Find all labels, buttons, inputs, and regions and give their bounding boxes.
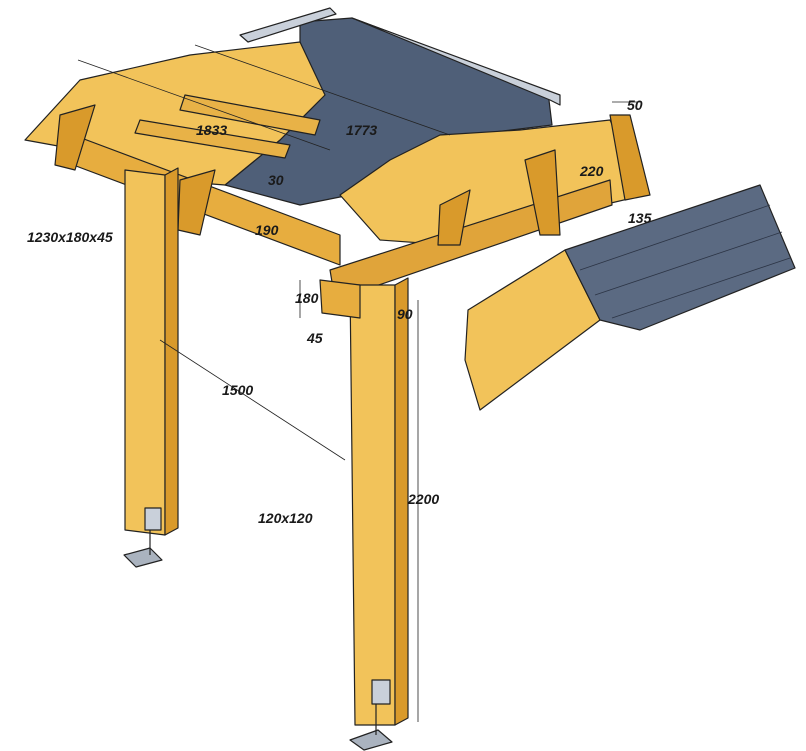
- dim-post-notch: 90: [397, 306, 413, 322]
- shingle-sample-shingles: [564, 184, 796, 331]
- right-post: [349, 284, 396, 726]
- dim-rafter-height: 190: [255, 222, 279, 238]
- dim-post-section: 120x120: [258, 510, 313, 526]
- dim-post-spacing: 1500: [222, 382, 254, 398]
- shingle-sample-wood: [464, 249, 601, 411]
- bracket: [609, 114, 651, 201]
- left-post-side: [164, 167, 179, 536]
- left-post: [124, 169, 166, 536]
- dim-beam-height: 180: [295, 290, 319, 306]
- dim-roof-depth: 1833: [196, 122, 228, 138]
- bracket: [177, 169, 216, 236]
- dim-fascia-offset: 135: [628, 210, 652, 226]
- dim-fascia-height: 220: [580, 163, 604, 179]
- bracket: [524, 149, 561, 236]
- bracket: [54, 104, 96, 171]
- top-flashing: [239, 7, 337, 43]
- dim-roof-width: 1773: [346, 122, 378, 138]
- dim-post-height: 2200: [408, 491, 440, 507]
- dim-beam-thickness: 45: [307, 330, 323, 346]
- dim-beam-size: 1230x180x45: [27, 229, 113, 245]
- joist: [179, 94, 321, 136]
- joist: [134, 119, 291, 159]
- beam-end: [319, 279, 361, 319]
- side-flashing: [351, 17, 561, 106]
- right-post-side: [394, 277, 409, 726]
- shingle-lines: [579, 204, 791, 319]
- right-post-anchor: [371, 679, 391, 705]
- left-post-footplate: [123, 547, 163, 568]
- dim-overhang-top: 50: [627, 97, 643, 113]
- dim-rafter-top: 30: [268, 172, 284, 188]
- bracket: [437, 189, 471, 246]
- right-post-footplate: [349, 729, 393, 751]
- dimension-lines: [77, 44, 640, 722]
- left-post-anchor: [144, 507, 162, 531]
